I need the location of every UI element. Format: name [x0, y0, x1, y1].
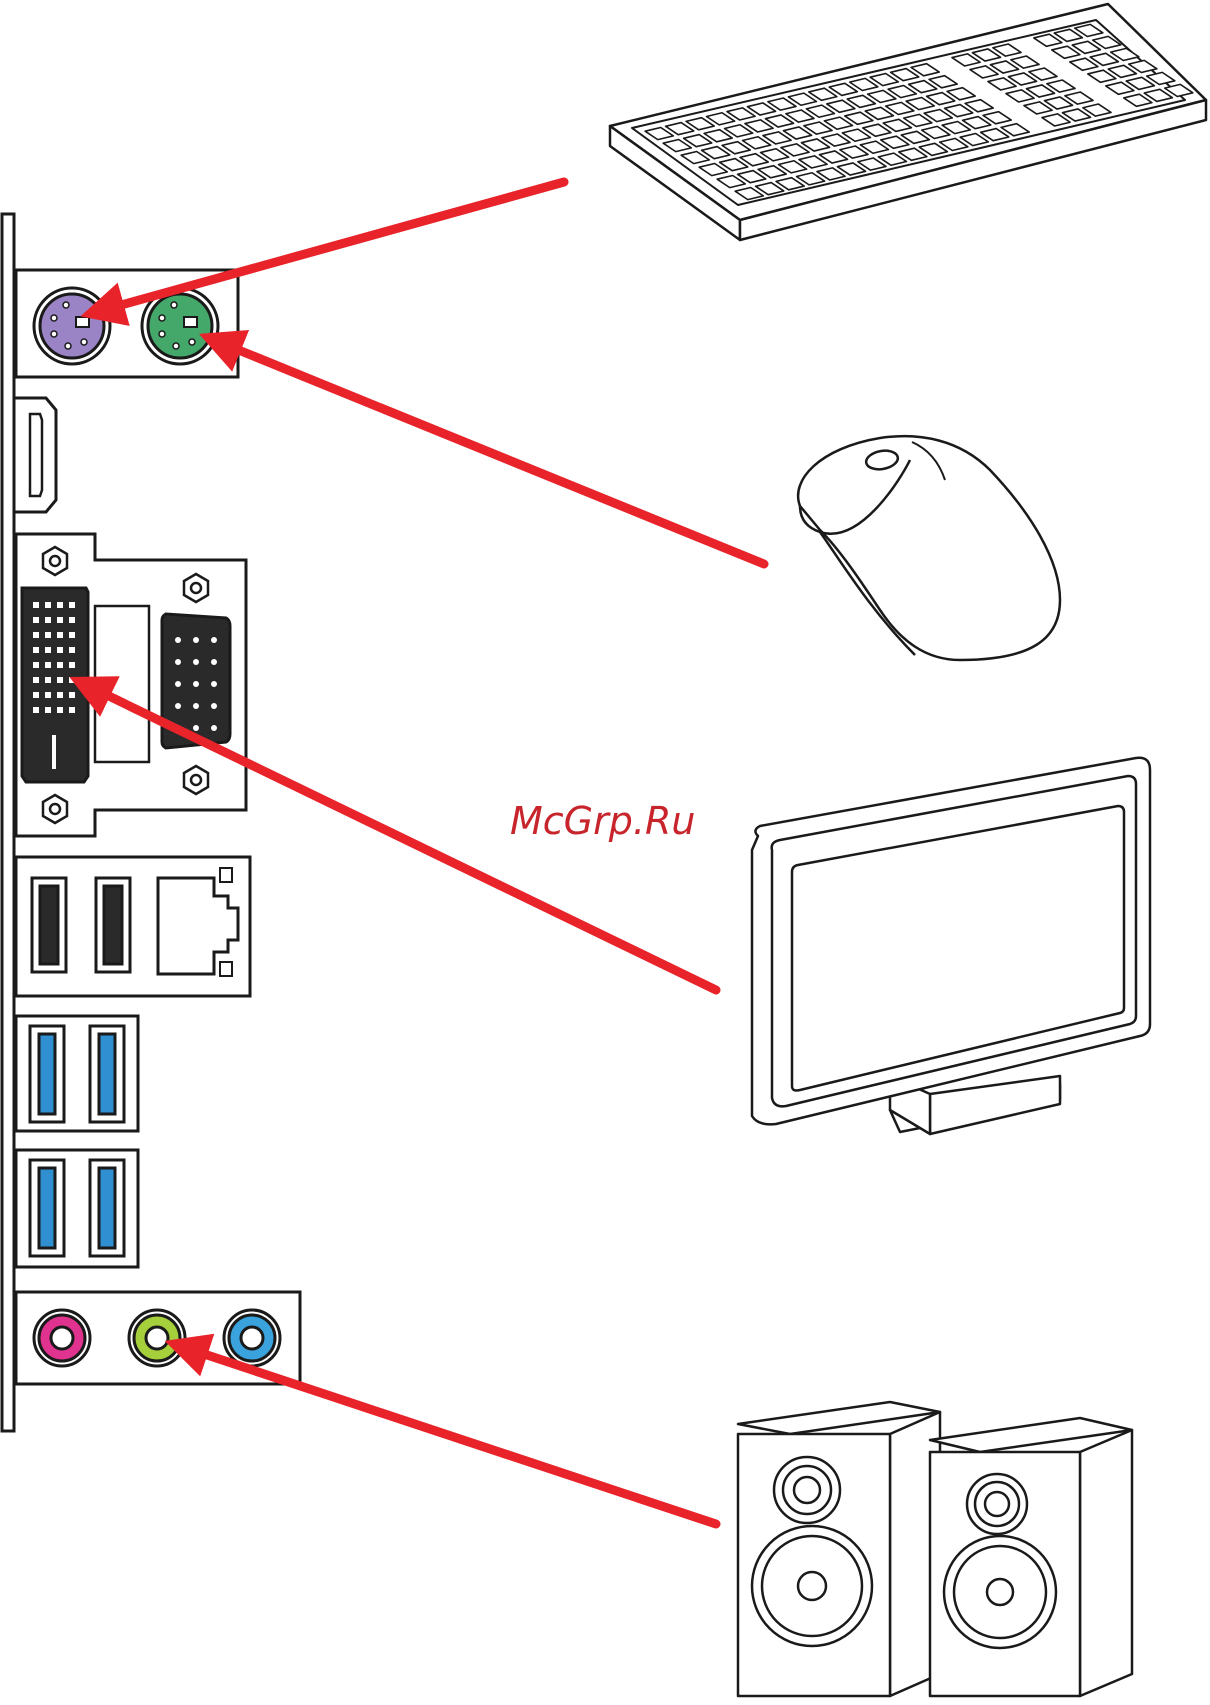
vga-pin [211, 725, 217, 731]
dvi-pin [45, 677, 51, 683]
hdmi-port[interactable] [14, 398, 56, 512]
vga-pin [175, 659, 181, 665]
vga-pin [193, 659, 199, 665]
io-shield-bracket [2, 214, 14, 1431]
usb3-port[interactable] [90, 1160, 124, 1256]
dvi-pin [33, 677, 39, 683]
dvi-pin [57, 692, 63, 698]
blank-slot [95, 606, 149, 762]
dvi-pin [33, 707, 39, 713]
dvi-pin [45, 617, 51, 623]
dvi-pin [45, 692, 51, 698]
vga-pin [211, 681, 217, 687]
dvi-pin [57, 647, 63, 653]
vga-pin [193, 637, 199, 643]
watermark: McGrp.Ru [510, 799, 695, 843]
vga-pin [211, 637, 217, 643]
dvi-pin [69, 632, 75, 638]
io-panel [2, 214, 300, 1431]
vga-pin [211, 703, 217, 709]
dvi-pin [57, 602, 63, 608]
dvi-pin [45, 707, 51, 713]
dvi-pin [33, 632, 39, 638]
audio-line-out[interactable] [129, 1310, 185, 1366]
vga-pin [175, 637, 181, 643]
keyboard-icon [610, 4, 1206, 240]
vga-pin [211, 659, 217, 665]
dvi-pin [33, 662, 39, 668]
dvi-pin [33, 692, 39, 698]
dvi-pin [45, 647, 51, 653]
dvi-pin [57, 617, 63, 623]
dvi-pin [69, 662, 75, 668]
monitor-icon [752, 758, 1150, 1134]
dvi-pin [45, 632, 51, 638]
dvi-pin [69, 602, 75, 608]
dvi-pin [57, 677, 63, 683]
usb2-port[interactable] [32, 878, 66, 972]
usb3-port[interactable] [90, 1026, 124, 1122]
usb3-port[interactable] [30, 1160, 64, 1256]
speakers-icon [738, 1402, 1132, 1696]
arrow-keyboard-to-ps2 [96, 182, 564, 312]
dvi-pin [33, 602, 39, 608]
vga-pin [175, 681, 181, 687]
audio-mic-in[interactable] [224, 1310, 280, 1366]
vga-pin [193, 681, 199, 687]
usb3-port[interactable] [30, 1026, 64, 1122]
arrow-mouse-to-ps2 [214, 340, 764, 564]
dvi-pin [69, 692, 75, 698]
dvi-pin [69, 677, 75, 683]
dvi-pin [69, 707, 75, 713]
dvi-pin [69, 617, 75, 623]
dvi-pin [45, 602, 51, 608]
arrow-speakers-to-audio [180, 1346, 716, 1524]
dvi-pin [33, 617, 39, 623]
usb2-port[interactable] [96, 878, 130, 972]
dvi-pin [69, 647, 75, 653]
dvi-pin [33, 647, 39, 653]
dvi-pin [57, 632, 63, 638]
dvi-pin [57, 662, 63, 668]
dvi-pin [57, 707, 63, 713]
dvi-pin [45, 662, 51, 668]
audio-line-in[interactable] [34, 1310, 90, 1366]
mouse-icon [798, 436, 1060, 660]
vga-pin [175, 703, 181, 709]
vga-pin [193, 725, 199, 731]
vga-pin [193, 703, 199, 709]
dvi-port[interactable] [22, 588, 88, 782]
ps2-keyboard-port[interactable] [34, 288, 110, 364]
